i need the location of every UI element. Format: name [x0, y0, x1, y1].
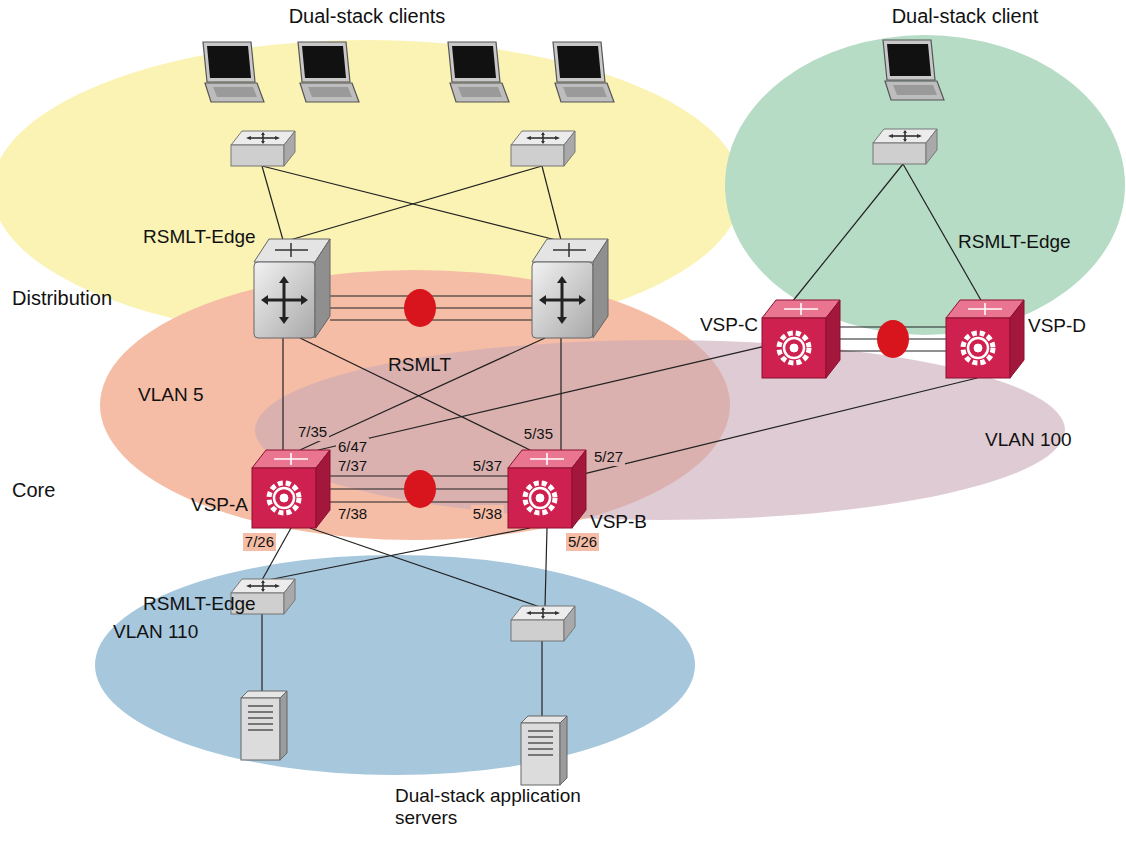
laptop-icon [553, 42, 614, 102]
core-switch: VSP-B [508, 450, 586, 528]
server-icon [521, 716, 567, 785]
vsp-switch-icon [762, 300, 840, 378]
device-links [262, 164, 982, 717]
port-label: 6/47 [336, 438, 369, 455]
switch-name: VSP-C [700, 314, 758, 336]
port-label: 5/35 [522, 425, 555, 442]
edge-switch [873, 129, 937, 164]
vsp-switch-icon [508, 450, 586, 528]
vlan-label: VLAN 5 [138, 384, 203, 406]
laptop-icon [203, 42, 264, 102]
region-caption: Dual-stack clients [289, 5, 446, 28]
core-switch: VSP-A [252, 450, 330, 528]
region-caption: Dual-stack application servers [395, 785, 615, 829]
vlan-region [95, 555, 695, 775]
edge-switch [231, 131, 295, 166]
port-label: 5/37 [471, 457, 504, 474]
link-line [586, 378, 977, 473]
vsp-switch-icon [252, 450, 330, 528]
protocol-label: RSMLT-Edge [958, 231, 1071, 253]
edge-switch [511, 131, 575, 166]
port-label: 5/26 [566, 533, 599, 550]
region-ellipses [0, 35, 1125, 775]
server-icon [241, 691, 287, 760]
switch-name: VSP-D [1028, 315, 1086, 337]
vlan-label: VLAN 100 [985, 429, 1072, 451]
distribution-switch [254, 239, 330, 338]
port-label: 5/27 [592, 448, 625, 465]
laptop-icon [448, 42, 509, 102]
port-label: 7/35 [296, 423, 329, 440]
protocol-label: RSMLT [388, 354, 451, 376]
link-line [318, 347, 762, 450]
core-switch: VSP-C [762, 300, 840, 378]
client-region [725, 35, 1125, 335]
port-label: 7/37 [336, 457, 369, 474]
port-label: 7/26 [243, 533, 276, 550]
port-label: 5/38 [471, 505, 504, 522]
tier-label: Core [12, 479, 55, 502]
switch-name: VSP-B [590, 511, 647, 533]
distribution-switch [532, 239, 608, 338]
switch-name: VSP-A [191, 494, 248, 516]
vlan-region [255, 340, 1065, 520]
vsp-switch-icon [946, 300, 1024, 378]
laptop-icon [883, 40, 944, 100]
tier-label: Distribution [12, 287, 112, 310]
ist-marker [404, 289, 909, 508]
port-label: 7/38 [336, 505, 369, 522]
region-caption: Dual-stack client [892, 5, 1039, 28]
laptop-icon [298, 42, 359, 102]
vlan-label: VLAN 110 [113, 621, 198, 643]
protocol-label: RSMLT-Edge [143, 226, 256, 248]
protocol-label: RSMLT-Edge [143, 593, 256, 615]
edge-switch [511, 606, 575, 641]
core-switch: VSP-D [946, 300, 1024, 378]
devices [203, 40, 944, 785]
